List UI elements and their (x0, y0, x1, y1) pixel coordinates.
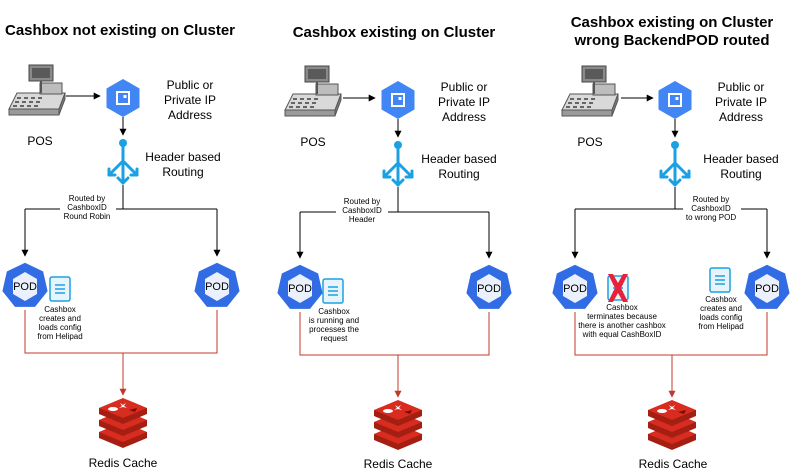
routing-label-line-1: Header based (703, 152, 778, 166)
pos-label: POS (577, 135, 602, 149)
routing-label-line-2: Routing (438, 167, 479, 181)
pod-to-cache-connector (299, 312, 490, 356)
pod-note-left-line-3: there is another cashbox (578, 321, 666, 330)
ip-label-line-2: Private IP (715, 95, 767, 109)
panel-2-title: Cashbox existing on Cluster (293, 24, 496, 41)
pod-note-left-line-4: with equal CashBoxID (582, 330, 662, 339)
panel-2: Cashbox existing on Cluster POS Public o… (275, 24, 514, 471)
route-note-line-3: to wrong POD (686, 213, 736, 222)
ip-label-line-1: Public or (167, 78, 214, 92)
pod-note-line-3: processes the (309, 325, 359, 334)
panel-3-title-line-2: wrong BackendPOD routed (573, 32, 769, 49)
pod-note-right-line-1: Cashbox (705, 295, 737, 304)
routing-label-line-2: Routing (720, 167, 761, 181)
ip-address-icon (657, 80, 693, 120)
route-note-line-2: CashboxID (67, 203, 107, 212)
pos-label: POS (300, 135, 325, 149)
routing-label-line-1: Header based (145, 150, 220, 164)
routing-label-line-2: Routing (162, 165, 203, 179)
pod-note-line-2: creates and (39, 314, 81, 323)
pod-note-line-3: loads config (39, 323, 82, 332)
ip-label-line-3: Address (719, 110, 763, 124)
ip-label-line-3: Address (442, 110, 486, 124)
redis-cache-icon (99, 398, 147, 448)
cache-label: Redis Cache (639, 457, 708, 471)
ip-label-line-2: Private IP (438, 95, 490, 109)
pod-note-line-4: request (321, 334, 348, 343)
document-icon (322, 278, 344, 304)
route-note-line-3: Round Robin (64, 212, 111, 221)
routing-icon (382, 139, 414, 187)
pod-note-right-line-2: creates and (700, 304, 742, 313)
pod-note-line-4: from Helipad (37, 332, 82, 341)
pod-note-left-line-2: terminates because (587, 312, 657, 321)
route-note-line-1: Routed by (693, 195, 729, 204)
pos-label: POS (27, 134, 52, 148)
routing-label-line-1: Header based (421, 152, 496, 166)
redis-cache-icon (374, 400, 422, 450)
panel-1-title: Cashbox not existing on Cluster (5, 22, 235, 39)
route-note-line-3: Header (349, 215, 376, 224)
pod-note-right-line-4: from Helipad (698, 322, 743, 331)
pod-note-line-1: Cashbox (44, 305, 76, 314)
cache-label: Redis Cache (364, 457, 433, 471)
route-note-line-1: Routed by (69, 194, 105, 203)
panel-3: Cashbox existing on Cluster wrong Backen… (550, 14, 792, 471)
routing-icon (107, 137, 139, 185)
pos-terminal-icon (8, 64, 66, 116)
pos-terminal-icon (284, 65, 342, 117)
document-icon (709, 267, 731, 293)
failed-document-icon (607, 274, 629, 302)
ip-label-line-3: Address (168, 108, 212, 122)
pod-to-cache-connector (574, 312, 768, 356)
pod-left-label: POD (13, 281, 37, 293)
ip-address-icon (380, 80, 416, 120)
route-note-bg (683, 194, 741, 224)
pod-to-cache-connector (24, 310, 218, 354)
panel-1: Cashbox not existing on Cluster POS Publ… (0, 22, 242, 470)
pod-right-label: POD (477, 283, 501, 295)
ip-label-line-1: Public or (441, 80, 488, 94)
pod-note-left-line-1: Cashbox (606, 303, 638, 312)
route-note-line-2: CashboxID (691, 204, 731, 213)
pod-note-line-2: is running and (309, 316, 359, 325)
cache-label: Redis Cache (89, 456, 158, 470)
route-note-bg (336, 196, 388, 226)
route-note-line-1: Routed by (344, 197, 380, 206)
pod-left-label: POD (288, 283, 312, 295)
routing-icon (659, 139, 691, 187)
pod-left-label: POD (563, 283, 587, 295)
route-note-line-2: CashboxID (342, 206, 382, 215)
panel-3-title-line-1: Cashbox existing on Cluster (571, 14, 774, 31)
pod-right-label: POD (205, 281, 229, 293)
ip-label-line-1: Public or (718, 80, 765, 94)
route-note-bg (60, 193, 116, 223)
pos-terminal-icon (561, 65, 619, 117)
pod-note-line-1: Cashbox (318, 307, 350, 316)
ip-address-icon (105, 78, 141, 118)
redis-cache-icon (648, 400, 696, 450)
ip-label-line-2: Private IP (164, 93, 216, 107)
document-icon (49, 276, 71, 302)
pod-right-label: POD (755, 283, 779, 295)
pod-note-right-line-3: loads config (700, 313, 743, 322)
